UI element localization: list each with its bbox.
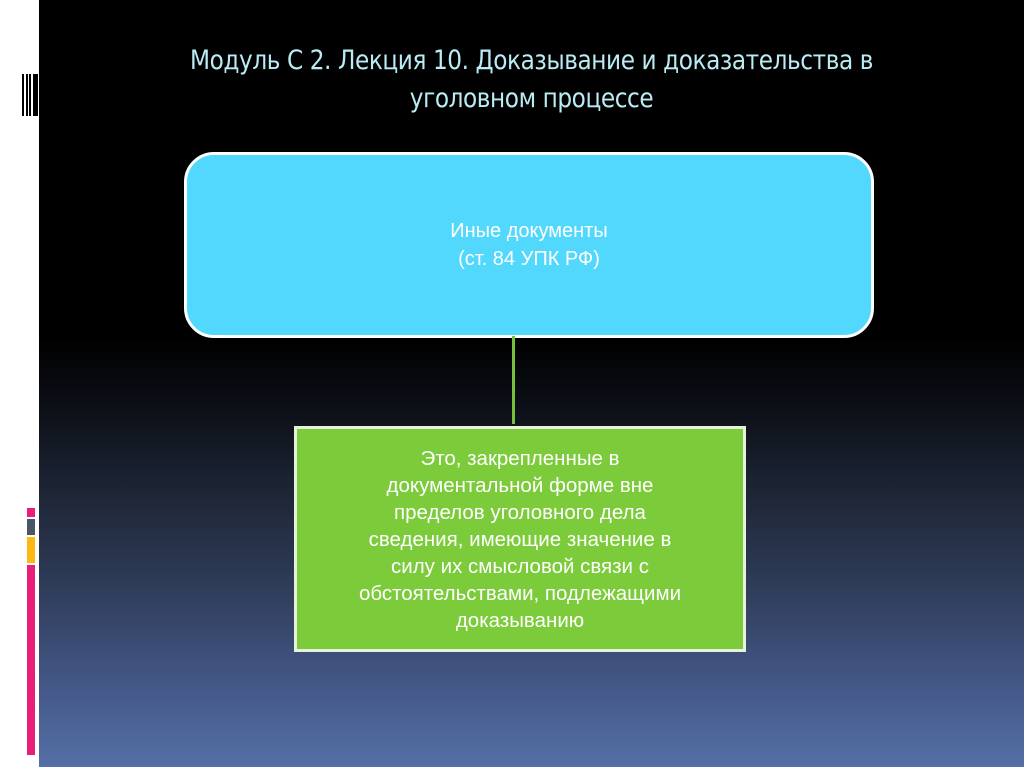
definition-line: Это, закрепленные в [420, 446, 620, 470]
definition-line: сведения, имеющие значение в [368, 527, 672, 551]
barcode-line [22, 74, 24, 116]
title-line-2: уголовном процессе [409, 83, 654, 114]
barcode-line [33, 74, 38, 116]
connector-line [512, 336, 515, 424]
definition-line: силу их смысловой связи с [391, 554, 649, 578]
accent-bar-gray [27, 519, 35, 535]
definition-box: Это, закрепленные в документальной форме… [294, 426, 746, 652]
barcode-line [29, 74, 31, 116]
top-box-heading: Иные документы [450, 220, 608, 242]
accent-bar-pink-small [27, 508, 35, 517]
left-decorative-strip [0, 0, 39, 767]
definition-line: обстоятельствами, подлежащими [358, 581, 682, 605]
accent-bar-orange [27, 537, 35, 563]
barcode-line [26, 74, 28, 116]
title-line-1: Модуль С 2. Лекция 10. Доказывание и док… [190, 45, 873, 76]
slide-canvas: Модуль С 2. Лекция 10. Доказывание и док… [39, 0, 1024, 767]
top-box-article-ref: (ст. 84 УПК РФ) [458, 248, 600, 270]
accent-bar-pink-long [27, 565, 35, 755]
definition-line: пределов уголовного дела [394, 500, 646, 524]
definition-line: документальной форме вне [386, 473, 654, 497]
other-documents-box: Иные документы (ст. 84 УПК РФ) [184, 152, 874, 338]
definition-line: доказыванию [455, 608, 585, 632]
slide-title: Модуль С 2. Лекция 10. Доказывание и док… [108, 42, 955, 118]
